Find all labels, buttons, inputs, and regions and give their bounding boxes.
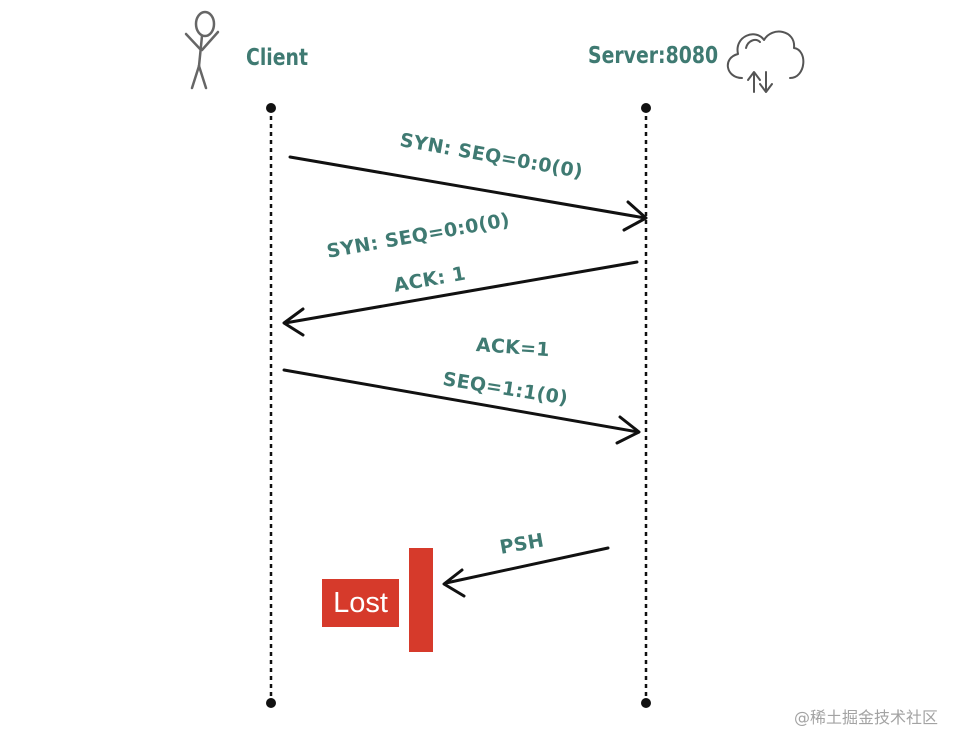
syn-ack-arrow bbox=[283, 260, 639, 325]
stick-figure-icon bbox=[184, 10, 220, 90]
syn-arrowhead bbox=[622, 200, 648, 232]
client-lifeline-start-dot bbox=[266, 103, 276, 113]
ack-arrow bbox=[282, 368, 640, 434]
syn-arrow bbox=[288, 155, 647, 220]
server-lifeline-end-dot bbox=[641, 698, 651, 708]
psh-arrowhead bbox=[442, 568, 466, 598]
ack-arrowhead bbox=[615, 415, 641, 445]
syn-ack-arrowhead bbox=[282, 307, 305, 337]
lost-label: Lost bbox=[322, 579, 399, 627]
client-lifeline-end-dot bbox=[266, 698, 276, 708]
server-lifeline-start-dot bbox=[641, 103, 651, 113]
client-label: Client bbox=[246, 45, 309, 71]
lost-barrier bbox=[409, 548, 433, 652]
watermark: @稀土掘金技术社区 bbox=[793, 708, 938, 727]
cloud-transfer-icon bbox=[727, 30, 805, 93]
psh-arrow bbox=[444, 546, 610, 585]
server-label: Server:8080 bbox=[588, 43, 719, 69]
